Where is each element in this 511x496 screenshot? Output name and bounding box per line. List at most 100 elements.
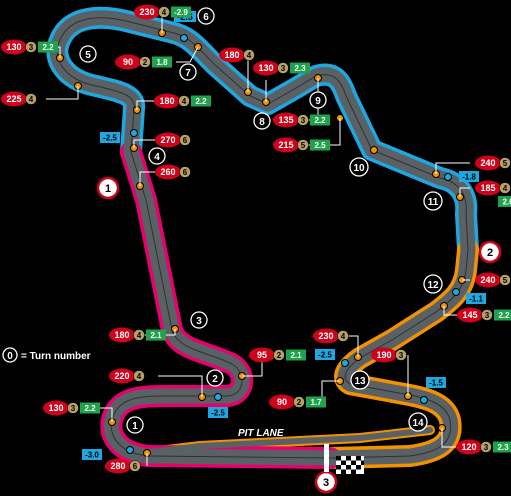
gear-circle xyxy=(178,95,190,107)
speed-value: 190 xyxy=(376,350,391,360)
speed-oval xyxy=(155,164,181,180)
gear-value: 3 xyxy=(399,351,404,360)
speed-value: 130 xyxy=(6,42,21,52)
gear-value: 4 xyxy=(29,95,34,104)
gear-value: 4 xyxy=(162,8,167,17)
sector-1-marker: 1 xyxy=(96,176,120,200)
svg-text:3: 3 xyxy=(323,477,329,489)
lift-badge: -2.5 xyxy=(315,349,335,360)
lift-badge: -2.5 xyxy=(100,132,120,143)
turn-5: 5 xyxy=(79,45,97,63)
legend: 0 = Turn number xyxy=(2,347,91,363)
speed-value: 230 xyxy=(139,7,154,17)
gear-value: 3 xyxy=(71,404,76,413)
speed-badge: 230 4 -2.9 xyxy=(134,4,191,20)
delta-badge xyxy=(152,56,172,68)
delta-badge xyxy=(38,41,58,53)
lift-badge: -1.5 xyxy=(426,377,446,388)
svg-text:2: 2 xyxy=(487,247,493,259)
gear-circle xyxy=(179,134,191,146)
gear-value: 4 xyxy=(137,331,142,340)
checkered-flag-icon xyxy=(336,456,364,474)
turn-6: 6 xyxy=(197,7,215,25)
turn-numbers: 1 2 3 4 5 6 7 8 9 10 11 12 13 14 xyxy=(79,7,443,434)
svg-text:6: 6 xyxy=(203,12,209,23)
turn-8: 8 xyxy=(253,112,271,130)
gear-circle xyxy=(277,62,289,74)
speed-badge: 225 4 xyxy=(1,91,37,107)
svg-text:10: 10 xyxy=(353,163,365,174)
gear-value: 5 xyxy=(503,159,508,168)
delta-value: 2.6 xyxy=(502,198,511,207)
svg-text:14: 14 xyxy=(412,418,424,429)
speed-oval xyxy=(1,91,27,107)
speed-oval xyxy=(105,458,131,474)
speed-oval xyxy=(249,347,275,363)
gear-circle xyxy=(297,139,309,151)
lift-value: -1.1 xyxy=(469,295,483,304)
lift-badges-group: -1.8-1.1-2.5-1.5-2.5-3.0-2.5 xyxy=(82,132,486,460)
svg-text:11: 11 xyxy=(428,197,439,208)
speed-oval xyxy=(475,272,501,288)
gear-circle xyxy=(129,460,141,472)
lift-value: -3.0 xyxy=(85,451,99,460)
speed-oval xyxy=(115,54,141,70)
speed-value: 260 xyxy=(160,167,175,177)
speed-value: 180 xyxy=(159,96,174,106)
speed-oval xyxy=(154,93,180,109)
gear-circle xyxy=(67,402,79,414)
delta-value: 2.3 xyxy=(497,443,509,452)
speed-value: 135 xyxy=(278,115,293,125)
delta-badge xyxy=(310,114,330,126)
speed-value: 240 xyxy=(480,158,495,168)
turn-9: 9 xyxy=(309,91,327,109)
delta-value: 2.5 xyxy=(314,141,326,150)
turn-2: 2 xyxy=(206,369,224,387)
gear-circle xyxy=(133,329,145,341)
speed-value: 95 xyxy=(257,350,267,360)
speed-value: 180 xyxy=(224,50,239,60)
speed-oval xyxy=(253,60,279,76)
svg-text:13: 13 xyxy=(354,376,366,387)
gear-circle xyxy=(133,370,145,382)
speed-oval xyxy=(456,439,482,455)
speed-oval xyxy=(109,327,135,343)
delta-value: 2.2 xyxy=(84,404,96,413)
gear-value: 6 xyxy=(183,168,188,177)
gear-value: 4 xyxy=(247,51,252,60)
lift-value: -1.8 xyxy=(462,173,476,182)
gear-value: 4 xyxy=(503,184,508,193)
pit-lane-label: PIT LANE xyxy=(238,428,284,439)
turn-11: 11 xyxy=(423,191,443,211)
speed-oval xyxy=(269,394,295,410)
delta-value: -2.9 xyxy=(174,8,188,17)
delta-value: 2.2 xyxy=(314,116,326,125)
speed-oval xyxy=(109,368,135,384)
delta-badge xyxy=(286,349,306,361)
delta-badge xyxy=(80,402,100,414)
turn-10: 10 xyxy=(349,157,369,177)
delta-value: 1.7 xyxy=(310,398,322,407)
speed-value: 225 xyxy=(6,94,21,104)
gear-value: 3 xyxy=(485,311,490,320)
gear-value: 4 xyxy=(341,332,346,341)
delta-value: 1.8 xyxy=(156,58,168,67)
lift-value: -2.5 xyxy=(318,351,332,360)
speed-value: 90 xyxy=(123,57,133,67)
gear-circle xyxy=(480,441,492,453)
gear-value: 2 xyxy=(277,351,282,360)
svg-text:12: 12 xyxy=(427,280,439,291)
delta-badge xyxy=(171,6,191,18)
gear-value: 5 xyxy=(301,141,306,150)
